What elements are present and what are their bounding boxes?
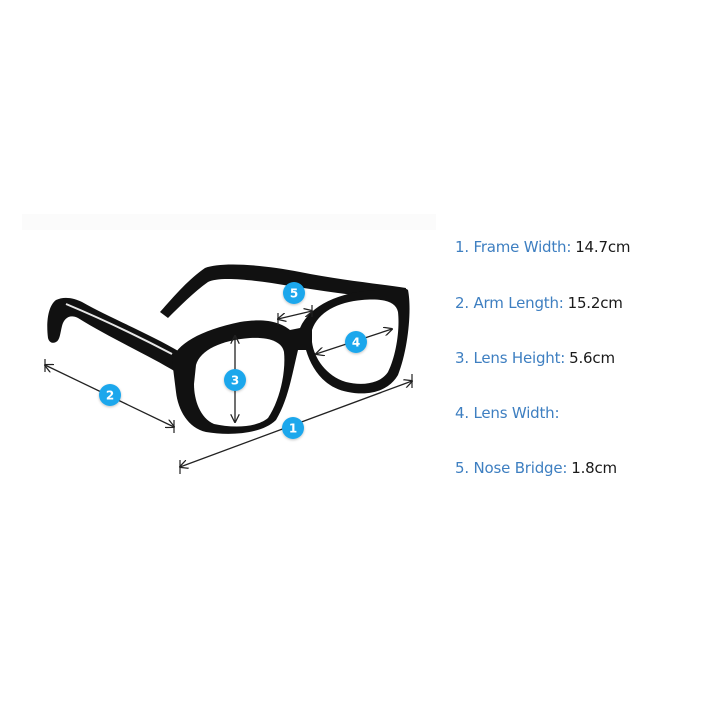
legend-item-lens-width: 4. Lens Width: bbox=[455, 404, 563, 422]
legend-label: 4. Lens Width: bbox=[455, 404, 560, 422]
nose-bridge-line bbox=[278, 311, 312, 319]
legend-value: 1.8cm bbox=[571, 459, 617, 477]
near-temple-arm bbox=[47, 297, 180, 372]
svg-text:1: 1 bbox=[289, 422, 297, 436]
badge-3: 3 bbox=[224, 369, 246, 391]
badge-2: 2 bbox=[99, 384, 121, 406]
legend-item-nose-bridge: 5. Nose Bridge:1.8cm bbox=[455, 459, 617, 477]
legend-label: 3. Lens Height: bbox=[455, 349, 566, 367]
far-temple-arm bbox=[160, 264, 406, 318]
legend-value: 15.2cm bbox=[567, 294, 623, 312]
legend-label: 1. Frame Width: bbox=[455, 238, 572, 256]
svg-text:2: 2 bbox=[106, 389, 114, 403]
svg-text:3: 3 bbox=[231, 374, 239, 388]
legend-label: 2. Arm Length: bbox=[455, 294, 564, 312]
svg-text:5: 5 bbox=[290, 287, 298, 301]
legend-value: 5.6cm bbox=[569, 349, 615, 367]
front-frame bbox=[172, 287, 410, 434]
legend-item-arm-length: 2. Arm Length:15.2cm bbox=[455, 294, 623, 312]
badge-4: 4 bbox=[345, 331, 367, 353]
legend-item-lens-height: 3. Lens Height:5.6cm bbox=[455, 349, 615, 367]
legend-label: 5. Nose Bridge: bbox=[455, 459, 568, 477]
legend-value: 14.7cm bbox=[575, 238, 631, 256]
legend-item-frame-width: 1. Frame Width:14.7cm bbox=[455, 238, 630, 256]
badge-1: 1 bbox=[282, 417, 304, 439]
badge-5: 5 bbox=[283, 282, 305, 304]
background-band bbox=[22, 214, 436, 230]
svg-text:4: 4 bbox=[352, 336, 360, 350]
